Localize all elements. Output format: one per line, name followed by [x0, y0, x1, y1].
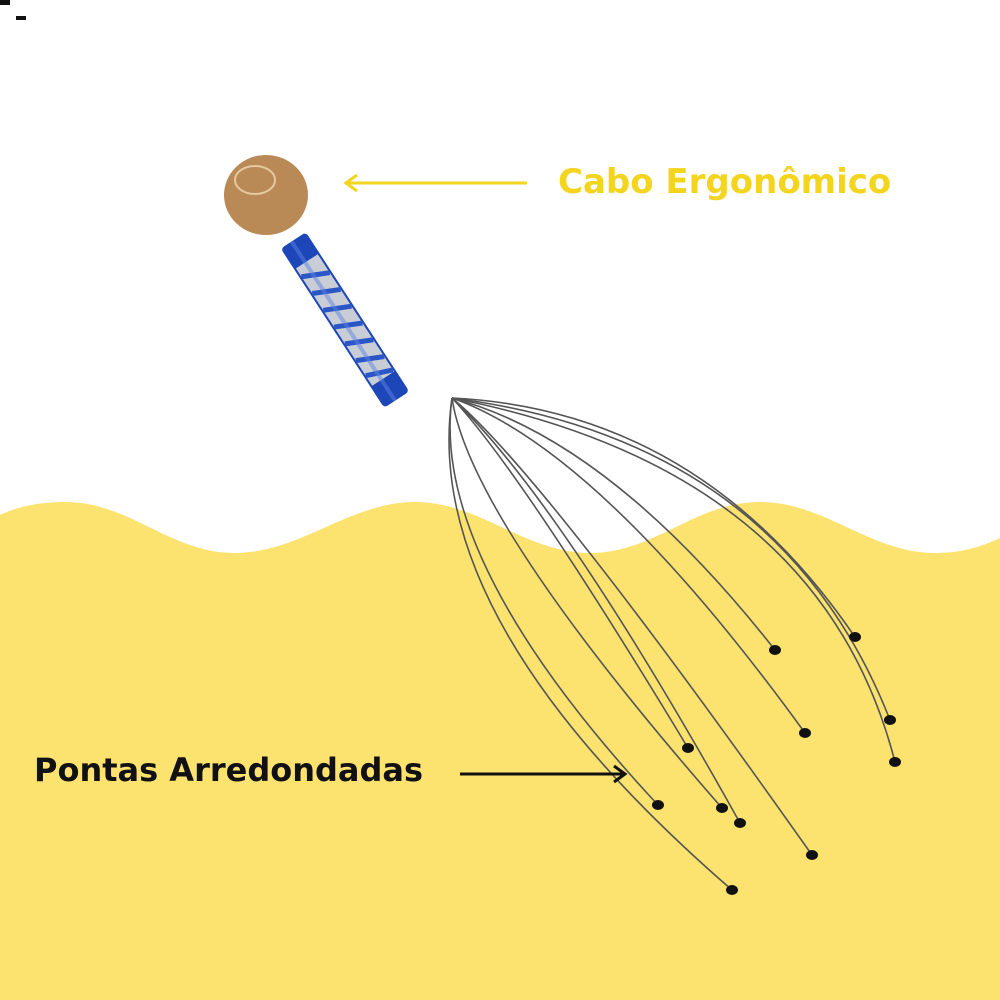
- handle-label: Cabo Ergonômico: [558, 162, 892, 202]
- wooden-ball: [224, 155, 308, 235]
- arrow-left-icon: [343, 173, 527, 193]
- wire: [451, 397, 891, 721]
- corner-mark: [0, 0, 10, 5]
- wire: [451, 397, 741, 824]
- rounded-tip: [799, 728, 811, 738]
- wire: [451, 397, 856, 638]
- yellow-wave-background: [0, 502, 1000, 1000]
- rounded-tips: [652, 632, 901, 895]
- tips-label: Pontas Arredondadas: [34, 751, 424, 789]
- rounded-tip: [889, 757, 901, 767]
- rounded-tip: [682, 743, 694, 753]
- wire: [451, 397, 813, 856]
- wire: [449, 397, 659, 806]
- arrow-right-icon: [460, 764, 628, 784]
- rounded-tip: [884, 715, 896, 725]
- massager-handle: [224, 155, 408, 407]
- rounded-tip: [726, 885, 738, 895]
- rounded-tip: [652, 800, 664, 810]
- wire: [451, 397, 806, 734]
- rounded-tip: [769, 645, 781, 655]
- massager-wires: [448, 397, 896, 891]
- wire: [448, 397, 733, 891]
- rounded-tip: [806, 850, 818, 860]
- rounded-tip: [734, 818, 746, 828]
- wire: [451, 397, 723, 809]
- rounded-tip: [849, 632, 861, 642]
- wire: [451, 397, 776, 651]
- corner-mark: [16, 16, 26, 20]
- wire: [451, 397, 689, 749]
- rounded-tip: [716, 803, 728, 813]
- wire: [451, 397, 896, 763]
